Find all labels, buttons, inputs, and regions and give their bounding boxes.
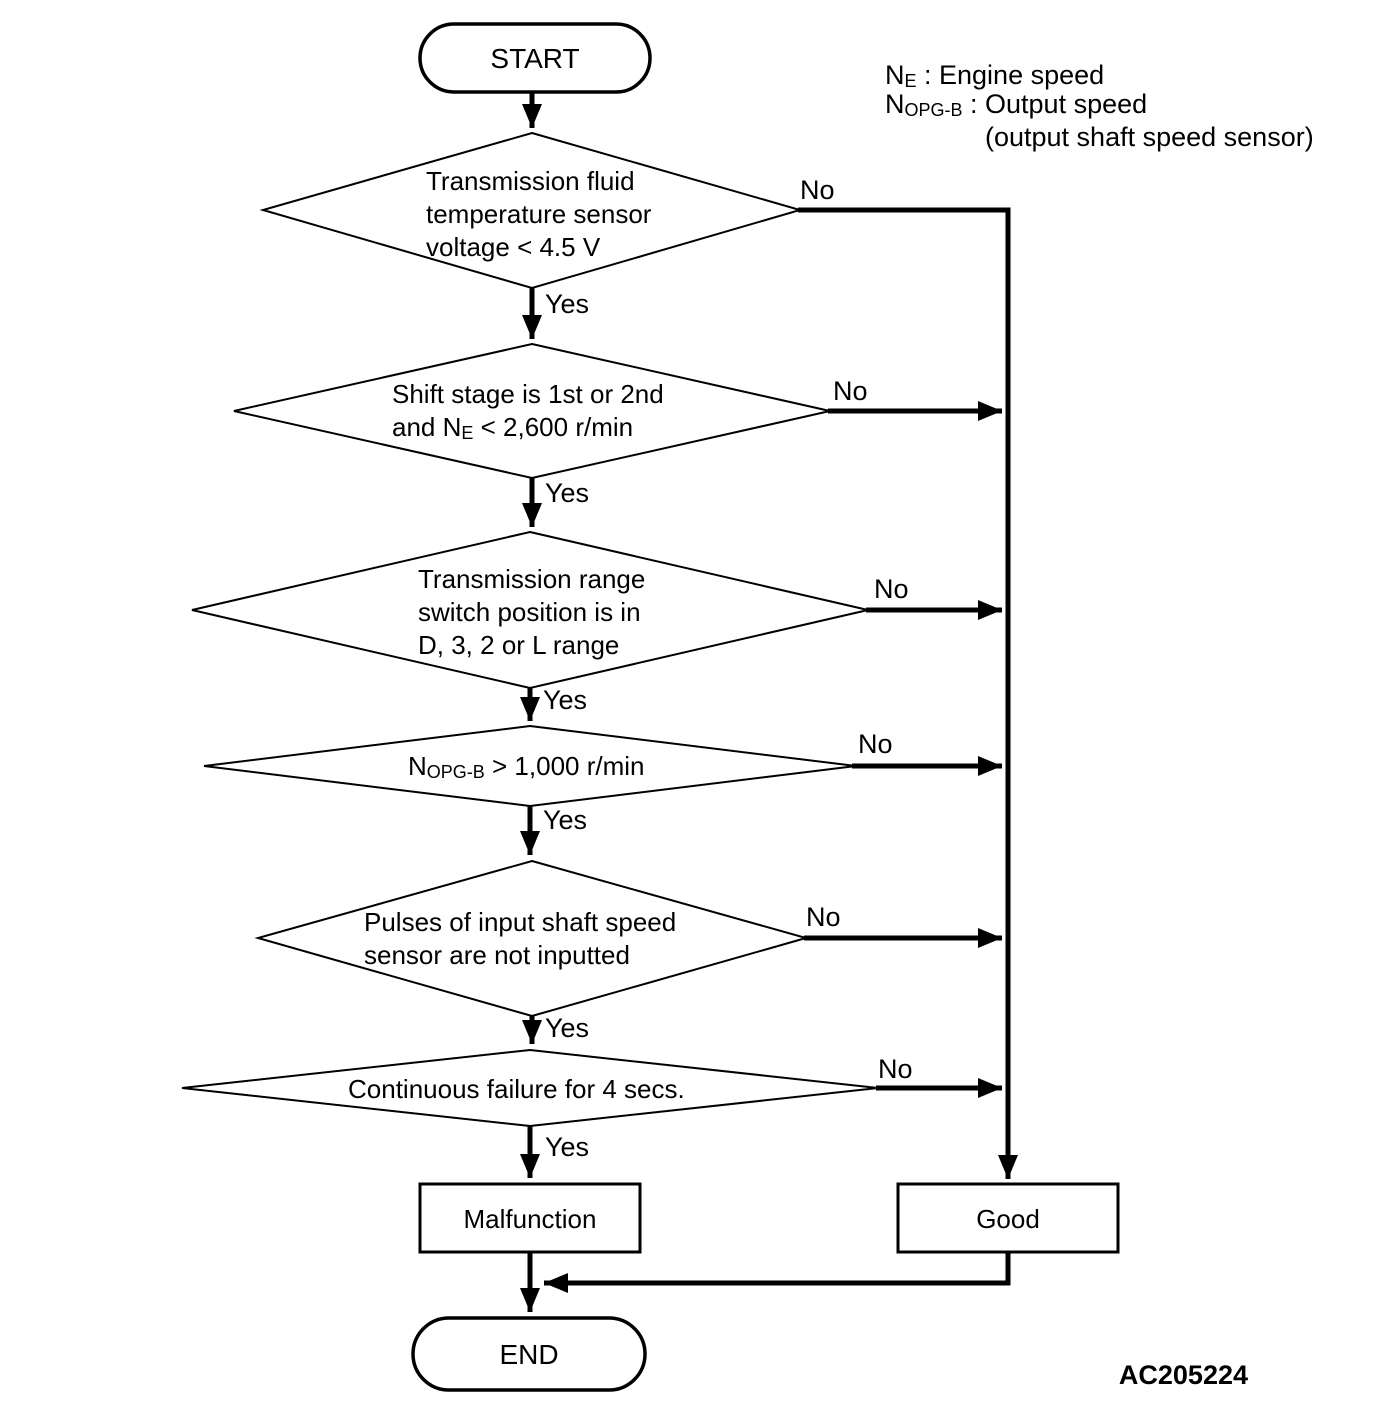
decision-shift-stage-line2: and NE < 2,600 r/min [392, 412, 633, 443]
no-branch-trunk [798, 207, 1018, 1179]
yes-label-3: Yes [543, 685, 587, 715]
decision-pulses-line2: sensor are not inputted [364, 940, 630, 970]
yes-label-1: Yes [545, 289, 589, 319]
good-label: Good [976, 1204, 1040, 1234]
end-label: END [499, 1339, 558, 1370]
decision-fluid-temp-line2: temperature sensor [426, 199, 652, 229]
yes-label-6: Yes [545, 1132, 589, 1162]
malfunction-node [418, 1182, 642, 1254]
decision-fluid-temp-line1: Transmission fluid [426, 166, 635, 196]
no-label-1: No [800, 175, 835, 205]
decision-range-switch-line2: switch position is in [418, 597, 641, 627]
legend-engine-speed: NE : Engine speed [885, 60, 1104, 91]
decision-pulses-line1: Pulses of input shaft speed [364, 907, 676, 937]
no-label-4: No [858, 729, 893, 759]
malfunction-label: Malfunction [464, 1204, 597, 1234]
legend-output-speed: NOPG-B : Output speed [885, 89, 1147, 120]
decision-fluid-temp-line3: voltage < 4.5 V [426, 232, 601, 262]
no-label-6: No [878, 1054, 913, 1084]
yes-label-4: Yes [543, 805, 587, 835]
no-label-5: No [806, 902, 841, 932]
decision-input-shaft-pulses [254, 859, 810, 1018]
figure-code: AC205224 [1119, 1360, 1248, 1390]
decision-continuous-label: Continuous failure for 4 secs. [348, 1074, 685, 1104]
decision-range-switch-line1: Transmission range [418, 564, 645, 594]
decision-range-switch-line3: D, 3, 2 or L range [418, 630, 619, 660]
decision-output-speed-label: NOPG-B > 1,000 r/min [408, 751, 645, 782]
arrow-good-to-join [544, 1252, 1011, 1293]
no-label-3: No [874, 574, 909, 604]
yes-label-5: Yes [545, 1013, 589, 1043]
legend-output-note: (output shaft speed sensor) [985, 122, 1314, 152]
start-node [418, 22, 652, 94]
yes-label-2: Yes [545, 478, 589, 508]
decision-shift-stage [233, 342, 831, 480]
end-node [411, 1316, 647, 1392]
no-label-2: No [833, 376, 868, 406]
good-node [896, 1182, 1120, 1254]
decision-shift-stage-line1: Shift stage is 1st or 2nd [392, 379, 664, 409]
start-label: START [490, 43, 579, 74]
legend: NE : Engine speed NOPG-B : Output speed … [885, 60, 1314, 152]
